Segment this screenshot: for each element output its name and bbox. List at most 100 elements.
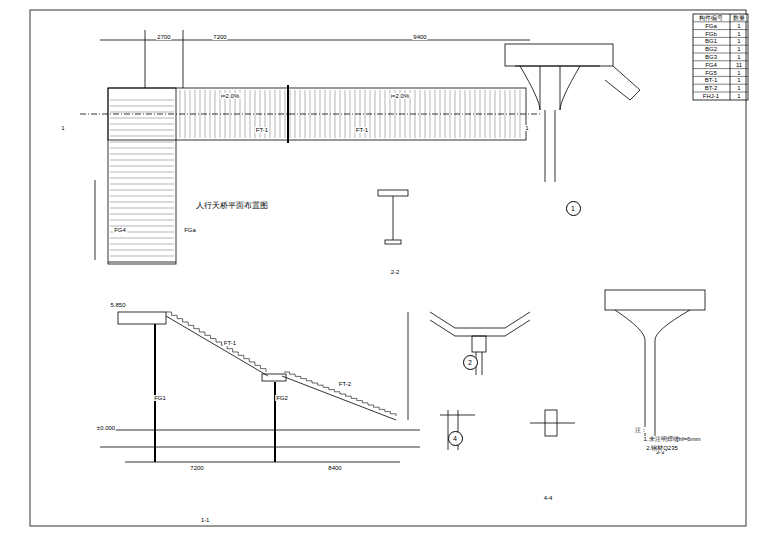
detail-callout: 4	[448, 431, 463, 446]
deck-section	[118, 312, 166, 324]
dimension-label: 2-2	[390, 269, 401, 275]
dim-line	[95, 180, 96, 260]
callout-number: 2	[468, 359, 472, 366]
column-cap	[472, 336, 486, 352]
tread-line	[280, 90, 281, 138]
tread-line	[385, 90, 386, 138]
tread-line	[210, 90, 211, 138]
tread-line	[110, 124, 174, 125]
dimension-label: FGa	[183, 227, 197, 233]
table-cell: 1	[736, 46, 741, 52]
tread-line	[110, 166, 174, 167]
tread-line	[110, 208, 174, 209]
detail-callout: 2	[463, 355, 478, 370]
table-cell: 1	[736, 93, 741, 99]
tread-line	[110, 196, 174, 197]
column	[545, 110, 546, 182]
tread-line	[460, 90, 461, 138]
landing-detail	[430, 312, 530, 336]
table-cell: 1	[736, 31, 741, 37]
flange	[385, 240, 401, 244]
tread-line	[110, 178, 174, 179]
detail-callout: 1	[566, 201, 581, 216]
tread-line	[110, 136, 174, 137]
tread-line	[475, 90, 476, 138]
stair-steps	[166, 312, 266, 372]
table-cell: BG1	[704, 38, 718, 44]
table-frame	[693, 14, 748, 100]
table-cell: FG4	[704, 62, 718, 68]
table-cell: BG2	[704, 46, 718, 52]
tread-line	[245, 90, 246, 138]
tread-line	[495, 90, 496, 138]
tread-line	[110, 118, 174, 119]
tread-line	[200, 90, 201, 138]
beam	[515, 66, 600, 67]
tread-line	[505, 90, 506, 138]
tread-line	[490, 90, 491, 138]
dimension-label: FG2	[275, 395, 289, 401]
tread-line	[110, 190, 174, 191]
tread-line	[110, 172, 174, 173]
tread-line	[110, 160, 174, 161]
stair-steps	[284, 372, 396, 416]
tread-line	[345, 90, 346, 138]
table-line	[730, 14, 731, 100]
table-cell: 1	[736, 38, 741, 44]
dimension-label: 7200	[212, 34, 227, 40]
dimension-label: 5.850	[109, 302, 126, 308]
dimension-label: i=2.0%	[220, 93, 241, 99]
ground-line	[100, 430, 420, 431]
table-cell: 构件编号	[698, 15, 724, 21]
table-cell: 1	[736, 23, 741, 29]
column	[482, 352, 483, 375]
tread-line	[295, 90, 296, 138]
tread-line	[350, 90, 351, 138]
bracket	[615, 310, 690, 340]
tread-line	[500, 90, 501, 138]
column	[154, 324, 156, 462]
tread-line	[110, 202, 174, 203]
tread-line	[435, 90, 436, 138]
tread-line	[420, 90, 421, 138]
column	[274, 382, 276, 462]
deck-detail	[505, 44, 613, 66]
dim-line	[408, 312, 409, 420]
tread-line	[510, 90, 511, 138]
tread-line	[520, 90, 521, 138]
tread-line	[110, 154, 174, 155]
stair-stringer	[166, 316, 268, 376]
tread-line	[110, 184, 174, 185]
dimension-label: ±0.000	[96, 425, 116, 431]
dimension-label: 1-1	[200, 517, 211, 523]
table-cell: 1	[736, 70, 741, 76]
tread-line	[440, 90, 441, 138]
tread-line	[250, 90, 251, 138]
dimension-label: 9400	[412, 34, 427, 40]
stair-start	[605, 66, 640, 100]
dimension-label: FG4	[113, 227, 127, 233]
tread-line	[465, 90, 466, 138]
tread-line	[110, 130, 174, 131]
dimension-label: 4-4	[543, 495, 554, 501]
web	[393, 196, 394, 240]
tread-line	[185, 90, 186, 138]
table-cell: 1	[736, 54, 741, 60]
tread-line	[375, 90, 376, 138]
tread-line	[450, 90, 451, 138]
dim-line	[125, 462, 400, 463]
dimension-label: 7200	[189, 465, 204, 471]
tread-line	[110, 256, 174, 257]
tread-line	[110, 148, 174, 149]
tread-line	[325, 90, 326, 138]
dimension-label: FT-1	[223, 340, 237, 346]
dim-line	[108, 262, 176, 263]
tread-line	[445, 90, 446, 138]
tread-line	[110, 100, 174, 101]
bracket	[520, 66, 580, 110]
callout-number: 4	[453, 435, 457, 442]
column	[655, 340, 656, 440]
tread-line	[110, 244, 174, 245]
tread-line	[205, 90, 206, 138]
